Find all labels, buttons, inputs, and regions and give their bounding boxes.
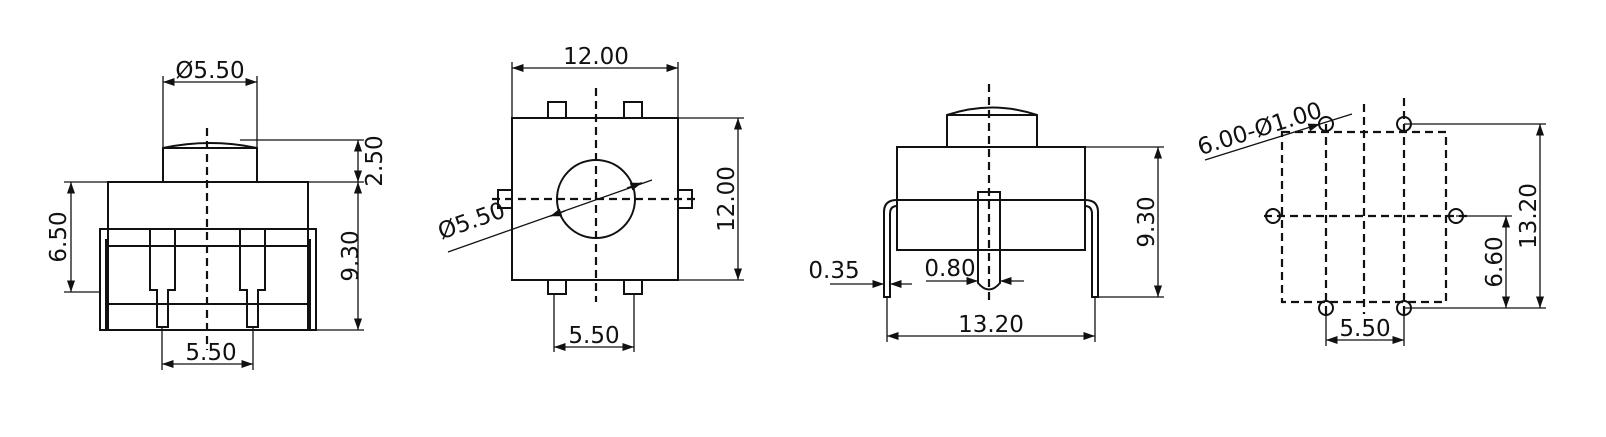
top-dim-button-dia-label: Ø5.50 <box>435 198 509 246</box>
side-dim-pin-width: 0.80 <box>924 256 1024 286</box>
top-dim-depth: 12.00 <box>678 117 744 281</box>
front-dim-button-dia-label: Ø5.50 <box>175 58 244 84</box>
footprint-hole <box>1265 208 1281 224</box>
top-view: 12.00 12.00 Ø5.50 5.50 <box>435 44 744 352</box>
front-dim-total-height-label: 9.30 <box>338 230 364 281</box>
top-dim-pin-pitch: 5.50 <box>553 294 635 352</box>
top-dim-button-dia: Ø5.50 <box>435 179 653 253</box>
side-dim-lead-span: 13.20 <box>886 297 1096 342</box>
footprint-dim-side-spacing-label: 6.60 <box>1482 236 1508 287</box>
front-dim-total-height: 9.30 <box>316 182 364 331</box>
side-center-pin <box>977 191 1001 291</box>
front-dim-pin-pitch: 5.50 <box>161 327 254 370</box>
front-dim-button-dia: Ø5.50 <box>162 58 258 148</box>
side-dim-lead-thickness: 0.35 <box>808 258 912 289</box>
footprint-dim-holes: 6.00-Ø1.00 <box>1195 98 1353 161</box>
front-view: Ø5.50 2.50 9.30 6.50 5.50 <box>46 58 388 370</box>
front-dim-button-height: 2.50 <box>240 135 388 187</box>
footprint-dim-col-spacing-label: 5.50 <box>1339 316 1390 342</box>
side-leads <box>883 199 1099 298</box>
footprint-dim-row-spacing: 13.20 <box>1404 123 1546 309</box>
side-dim-pin-width-label: 0.80 <box>924 256 975 282</box>
side-body-outline <box>896 106 1086 251</box>
side-dim-height: 9.30 <box>1085 146 1164 298</box>
top-dim-pin-pitch-label: 5.50 <box>568 323 619 349</box>
front-dim-pin-pitch-label: 5.50 <box>185 340 236 366</box>
side-dim-lead-span-label: 13.20 <box>958 312 1024 338</box>
top-dim-width: 12.00 <box>511 44 679 118</box>
footprint-centerlines <box>1264 98 1472 314</box>
top-dim-depth-label: 12.00 <box>714 166 740 232</box>
front-dim-body-height-label: 6.50 <box>46 211 72 262</box>
side-dim-height-label: 9.30 <box>1134 196 1160 247</box>
footprint-dim-side-spacing: 6.60 <box>1456 215 1512 308</box>
top-dim-width-label: 12.00 <box>563 44 629 70</box>
side-view: 9.30 0.35 0.80 13.20 <box>808 84 1164 342</box>
front-side-leads <box>99 228 317 331</box>
front-dim-button-height-label: 2.50 <box>362 135 388 186</box>
side-dim-lead-thickness-label: 0.35 <box>808 258 859 284</box>
footprint-dim-col-spacing: 5.50 <box>1325 315 1405 346</box>
footprint-dim-row-spacing-label: 13.20 <box>1516 183 1542 249</box>
footprint-dim-holes-label: 6.00-Ø1.00 <box>1195 98 1326 161</box>
front-dim-body-height: 6.50 <box>46 181 108 293</box>
footprint-view: 6.00-Ø1.00 13.20 6.60 5.50 <box>1195 98 1546 346</box>
